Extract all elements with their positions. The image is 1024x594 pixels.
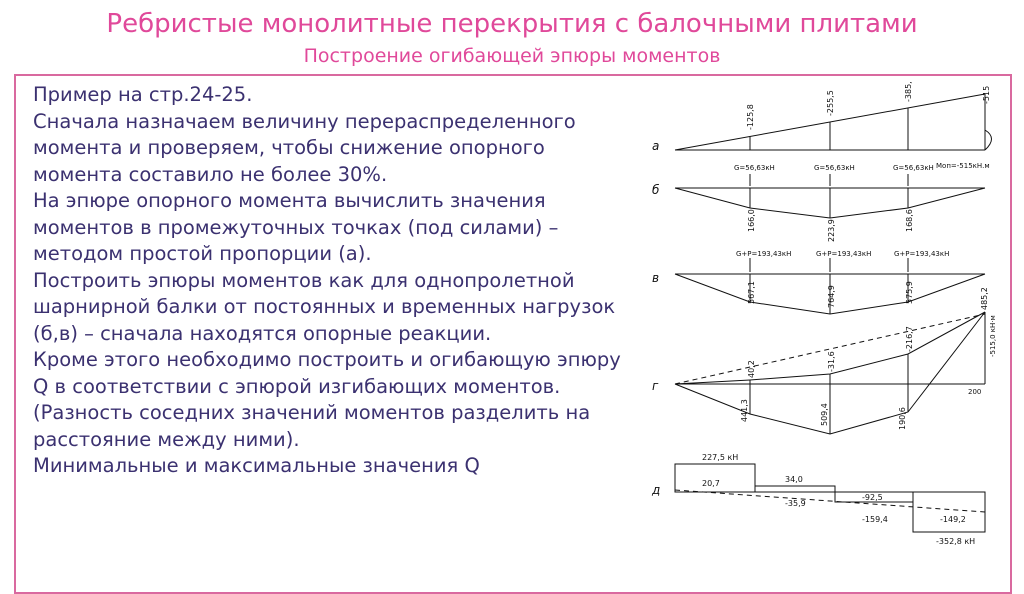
diagram-d-label-4: -35,9 [785,499,806,508]
diagram-b-value-1: 166,0 [747,209,756,232]
diagram-b-load-1: G=56,63кН [734,164,775,172]
diagram-v-value-3: 575,9 [905,281,914,304]
diagram-g-top-3: -216,7 [905,326,914,352]
diagram-g-side: -515,0 кН·м [989,315,997,357]
diagram-a-letter: а [652,139,659,153]
diagram-a-value-4: -515 [982,86,991,104]
diagram-b-load-3: G=56,63кН [893,164,934,172]
page-subtitle: Построение огибающей эпюры моментов [303,45,721,67]
diagram-a: а -125,8 -255,5 -385,3 -515 Mоп=-515кН.м [652,82,992,170]
diagram-a-value-1: -125,8 [746,104,755,130]
diagram-d-label-7: -149,2 [940,515,966,524]
diagram-a-value-2: -255,5 [826,90,835,116]
diagram-v: в G+P=193,43кН G+P=193,43кН G+P=193,43кН… [652,250,986,315]
page-title: Ребристые монолитные перекрытия с балочн… [106,9,918,39]
moment-diagrams: а -125,8 -255,5 -385,3 -515 Mоп=-515кН.м… [651,82,997,546]
paragraph-step-4: Кроме этого необходимо построить и огиба… [33,348,621,451]
diagram-b-value-2: 223,9 [827,219,836,242]
diagram-v-value-1: 567,1 [747,281,756,304]
diagram-g-top-4: 485,2 [980,287,989,310]
diagram-g-bottom-3: 190,6 [898,407,907,430]
diagram-g-top-1: 40,2 [747,360,756,378]
diagram-g-letter: г [652,379,659,393]
diagram-v-letter: в [652,271,659,285]
diagram-b-value-3: 168,6 [905,209,914,232]
diagram-v-load-1: G+P=193,43кН [736,250,791,258]
diagram-d-label-3: 34,0 [785,475,803,484]
diagram-g-bottom-1: 441,3 [740,399,749,422]
paragraph-step-5: Минимальные и максимальные значения Q [33,454,480,477]
diagram-g: г 40,2 -31,6 -216,7 485,2 -515,0 кН·м 44… [652,287,997,435]
diagram-a-value-3: -385,3 [904,82,913,102]
diagram-v-load-3: G+P=193,43кН [894,250,949,258]
diagram-d: д 227,5 кН 20,7 34,0 -35,9 -92,5 -159,4 … [651,453,986,546]
diagram-a-mop: Mоп=-515кН.м [936,162,990,170]
diagram-g-small: 200 [968,388,981,396]
paragraph-step-2: На эпюре опорного момента вычислить знач… [33,189,559,265]
diagram-v-load-2: G+P=193,43кН [816,250,871,258]
diagram-b-letter: б [652,183,660,197]
body-text: Пример на стр.24-25. Сначала назначаем в… [33,82,633,480]
diagram-d-label-1: 227,5 кН [702,453,738,462]
paragraph-example: Пример на стр.24-25. [33,83,253,106]
diagram-b-load-2: G=56,63кН [814,164,855,172]
paragraph-step-1: Сначала назначаем величину перераспредел… [33,109,576,186]
diagram-v-value-2: 764,9 [827,285,836,308]
paragraph-step-3: Построить эпюры моментов как для однопро… [33,268,616,345]
diagram-g-top-2: -31,6 [827,351,836,372]
diagram-d-label-6: -159,4 [862,515,888,524]
diagram-d-label-2: 20,7 [702,479,720,488]
diagram-d-label-5: -92,5 [862,493,883,502]
diagram-d-letter: д [651,483,660,497]
diagram-g-bottom-2: 509,4 [820,403,829,426]
diagram-d-label-8: -352,8 кН [936,537,975,546]
diagram-b: б G=56,63кН G=56,63кН G=56,63кН 166,0 22… [652,164,986,242]
